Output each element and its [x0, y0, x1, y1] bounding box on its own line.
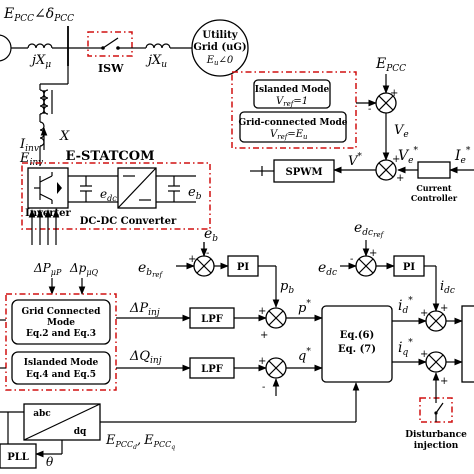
lpf-label-p: LPF [201, 314, 223, 325]
islanded-vref-title: Islanded Mode [255, 85, 330, 95]
label-theta: θ [46, 455, 54, 469]
utility-grid-circle [191, 19, 249, 77]
abc-label: abc [33, 409, 51, 419]
svg-text:+: + [260, 330, 268, 341]
eq7-label: Eq. (7) [338, 344, 376, 355]
dq-label: dq [74, 427, 87, 437]
svg-text:-: - [350, 254, 353, 265]
pi-label-2: PI [403, 262, 416, 273]
grid-vref-title: Grid-connected Mode [239, 118, 348, 128]
grid-vref-value: Vref=Eu [270, 129, 308, 141]
source-circle [0, 34, 12, 62]
label-vestar: Ve* [398, 146, 418, 166]
power-circuit [0, 19, 249, 166]
islanded-vref-value: Vref=1 [276, 96, 308, 108]
label-iinv: Iinv [19, 137, 39, 154]
svg-text:-: - [262, 382, 265, 393]
svg-text:+: + [369, 248, 377, 259]
lpf-label-q: LPF [201, 364, 223, 375]
output-block-partial [461, 305, 474, 383]
estatcom-box [21, 162, 211, 230]
label-dpmup: ΔPμP [33, 261, 62, 277]
grid-mode-text-1: Grid Connected [22, 307, 102, 317]
label-iqstar: iq* [398, 338, 413, 358]
svg-text:+: + [392, 154, 400, 165]
label-pb: pb [280, 279, 294, 296]
eq6-eq7-block [321, 305, 393, 383]
label-edcref-top: edcref [354, 220, 385, 239]
svg-text:+: + [258, 306, 266, 317]
label-isw: ISW [98, 62, 124, 75]
isw-blade [102, 37, 119, 49]
inductor-xmu [27, 43, 53, 49]
label-jxu: jXu [145, 53, 167, 70]
inverter-block [27, 167, 69, 209]
label-pstar: p* [298, 299, 311, 316]
current-controller-text-1: Current [416, 183, 452, 193]
label-vstar: V* [348, 152, 362, 169]
estatcom-title: E-STATCOM [65, 149, 154, 164]
dcdc-label: DC-DC Converter [80, 216, 177, 227]
label-epcc-top: EPCC [375, 56, 406, 74]
svg-text:+: + [188, 254, 196, 265]
islanded-mode-block [11, 351, 111, 385]
svg-text:+: + [420, 308, 428, 319]
label-eb-top: eb [204, 226, 218, 244]
pll-block [0, 443, 37, 469]
label-x: X [59, 129, 70, 144]
grid-connected-mode-block [11, 299, 111, 345]
label-epcc-delta: EPCC∠δPCC [3, 6, 74, 24]
grid-mode-text-2: Mode [47, 318, 75, 328]
inductor-xu [145, 43, 171, 49]
label-ebref: ebref [138, 260, 164, 279]
disturbance-text-2: injection [414, 441, 459, 451]
gate-signal-arrows [28, 209, 60, 245]
label-qstar: q* [298, 347, 311, 364]
label-dpinj: ΔPinj [129, 301, 160, 318]
label-dpmuq: ΔpμQ [69, 261, 99, 277]
svg-text:+: + [440, 303, 448, 314]
label-edc: edc [100, 187, 117, 203]
svg-text:-: - [368, 104, 371, 115]
pi-label-1: PI [237, 262, 250, 273]
isl-mode-text-2: Eq.4 and Eq.5 [26, 370, 96, 380]
mode-selector-box [5, 293, 117, 391]
svg-text:+: + [440, 376, 448, 387]
svg-text:+: + [396, 173, 404, 184]
isl-mode-text-1: Islanded Mode [24, 358, 99, 368]
islanded-vref-box [253, 79, 331, 109]
grid-mode-text-3: Eq.2 and Eq.3 [26, 329, 96, 339]
utility-text-2: Grid (uG) [193, 42, 246, 53]
label-edc-in: edc [318, 260, 337, 278]
current-controller-text-2: Controller [411, 193, 458, 203]
grid-vref-box [239, 111, 347, 143]
label-epcc-dq: EPCCd,EPCCq [105, 433, 175, 451]
vref-selector-box [231, 71, 357, 149]
spwm-label: SPWM [285, 167, 322, 178]
label-eb: eb [188, 185, 202, 202]
eq6-label: Eq.(6) [340, 330, 375, 341]
pll-label: PLL [7, 452, 29, 463]
utility-text-1: Utility [202, 30, 238, 41]
svg-text:+: + [258, 356, 266, 367]
label-dqinj: ΔQinj [129, 349, 162, 366]
label-idstar: id* [398, 296, 413, 316]
svg-text:+: + [390, 88, 398, 99]
label-jxmu: jXμ [29, 53, 51, 70]
label-idc: idc [440, 279, 455, 296]
utility-text-3: Eu∠0 [206, 55, 234, 67]
disturbance-text-1: Disturbance [405, 430, 467, 440]
current-controller-block [417, 161, 451, 179]
svg-text:+: + [420, 349, 428, 360]
svg-text:-: - [206, 248, 209, 259]
label-ve: Ve [394, 123, 409, 140]
label-iestar: Ie* [454, 146, 471, 166]
isw-box [87, 31, 133, 57]
